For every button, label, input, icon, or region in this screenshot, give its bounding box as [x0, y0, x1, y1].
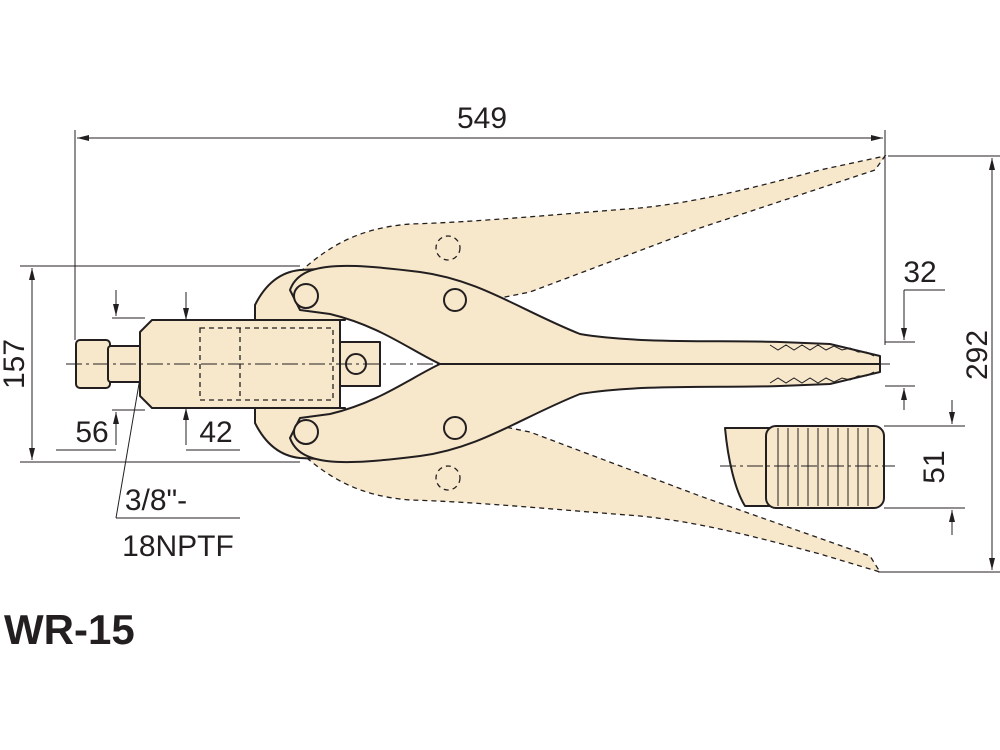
tool-body: [75, 264, 881, 464]
model-title: WR-15: [4, 606, 135, 653]
dimension-labels: 549 32 56 42 157 292 51 3/8"- 18NPTF: [0, 102, 994, 563]
upper-open-jaw: [298, 155, 887, 311]
knurled-sleeve: [765, 425, 885, 509]
cylinder-internal: [199, 327, 334, 401]
dim-tip-width: 32: [903, 256, 936, 289]
attachment-shank: [724, 427, 771, 507]
dim-cylinder-width: 42: [199, 416, 232, 449]
attachment-sleeve: [720, 425, 895, 509]
dim-open-width: 292: [961, 330, 994, 380]
dim-height: 157: [0, 339, 31, 389]
dimension-lines: [20, 130, 1000, 573]
port-size-line1: 3/8"-: [125, 484, 187, 517]
pivot-upper-rear: [293, 283, 319, 309]
dim-overall-length: 549: [457, 102, 507, 135]
lower-arm: [289, 363, 881, 464]
open-position-outline: [298, 155, 887, 574]
dim-attachment-dia: 51: [918, 450, 951, 483]
pivot-lower-front: [443, 416, 467, 440]
lower-open-jaw: [298, 413, 882, 574]
serrated-tip: [769, 344, 875, 384]
open-pivot-upper: [435, 235, 461, 261]
pivot-upper-front: [443, 288, 467, 312]
port-size-line2: 18NPTF: [122, 530, 234, 563]
upper-arm: [289, 264, 881, 365]
dim-fitting-width: 56: [75, 416, 108, 449]
open-pivot-lower: [435, 465, 461, 491]
knurl-lines: [777, 428, 869, 506]
pivot-lower-rear: [293, 419, 319, 445]
